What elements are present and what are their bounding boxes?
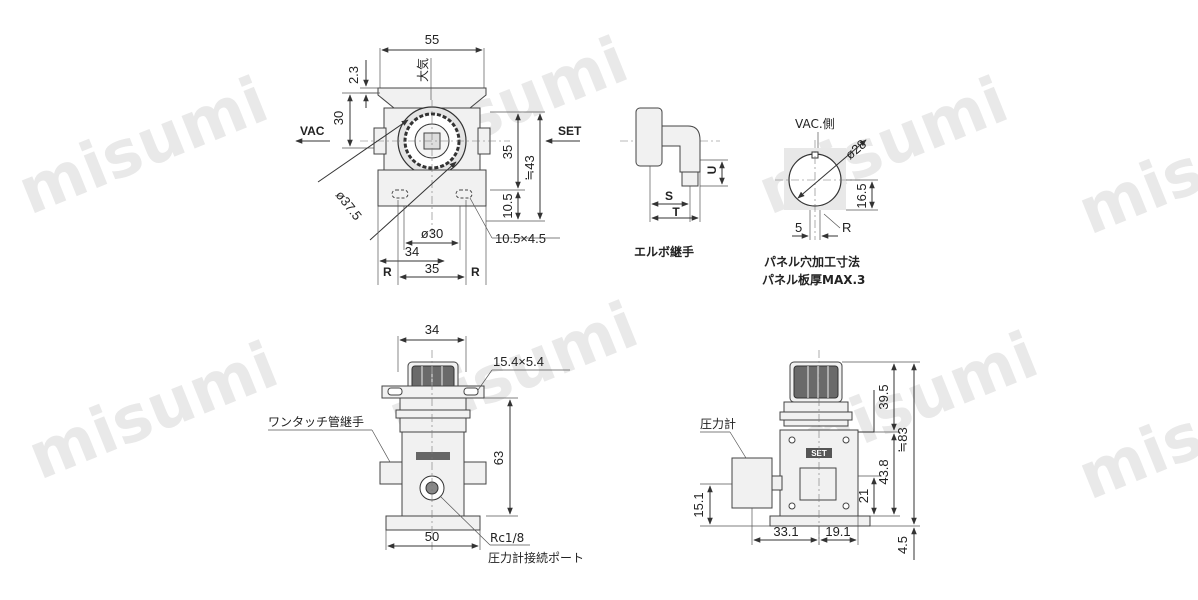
panel-caption-1: パネル穴加工寸法: [764, 254, 860, 269]
dim-19-1: 19.1: [825, 524, 850, 539]
front-set-marking: [416, 452, 450, 460]
dim-43: ≒43: [522, 155, 537, 180]
dim-43-8: 43.8: [876, 459, 891, 484]
side-knob-grip: [793, 365, 839, 399]
panel-cutout-view: VAC.側 ø28 16.5 5 R パネル穴加工寸法 パネル板厚MAX.3: [762, 117, 878, 287]
vac-side-label: VAC.側: [795, 117, 835, 131]
elbow-body: [661, 125, 701, 173]
dim-dia-37-5: ø37.5: [333, 188, 365, 223]
watermark-group: misumi misumi misumi misumi misumi misum…: [8, 23, 1198, 514]
dim-63: 63: [491, 451, 506, 465]
vac-label: VAC: [300, 124, 325, 138]
dim-10-5: 10.5: [500, 193, 515, 218]
dim-50: 50: [425, 529, 439, 544]
dim-83: ≒83: [895, 427, 910, 452]
dim-15-1: 15.1: [691, 492, 706, 517]
side-view: SET 圧力計 15.1 33.1 19.1 39.5: [691, 350, 920, 560]
dim-35-vertical: 35: [500, 145, 515, 159]
dim-slot-15-4x5-4: 15.4×5.4: [493, 354, 544, 369]
panel-caption-2: パネル板厚MAX.3: [762, 272, 865, 287]
elbow-nut: [681, 171, 699, 187]
dim-35-horizontal: 35: [425, 261, 439, 276]
dim-34-top: 34: [405, 244, 419, 259]
dim-2-3: 2.3: [346, 66, 361, 84]
label-r-right: R: [471, 265, 480, 279]
watermark-8: misumi: [1068, 348, 1198, 514]
side-lock-ring: [779, 411, 853, 421]
label-r-left: R: [383, 265, 392, 279]
pressure-gauge-stem: [771, 475, 783, 491]
set-label: SET: [558, 124, 582, 138]
label-s: S: [665, 189, 673, 203]
front-slot-left: [387, 387, 403, 396]
elbow-caption: エルボ継手: [634, 244, 694, 259]
dim-5: 5: [795, 220, 802, 235]
port-thread-label: Rc1/8: [490, 531, 524, 545]
elbow-view: U S T エルボ継手: [620, 107, 728, 259]
front-fitting-right: [463, 461, 487, 485]
label-r-panel: R: [842, 220, 851, 235]
dim-4-5: 4.5: [895, 536, 910, 554]
front-view: 34 15.4×5.4 ワンタッチ管継手 63: [268, 322, 584, 565]
label-t: T: [672, 205, 680, 219]
watermark-1: misumi: [8, 63, 278, 229]
dim-33-1: 33.1: [773, 524, 798, 539]
front-lock-ring: [395, 409, 471, 419]
label-u: U: [705, 166, 719, 175]
dim-39-5: 39.5: [876, 384, 891, 409]
port-name-label: 圧力計接続ポート: [488, 550, 584, 565]
front-fitting-left: [379, 461, 403, 485]
front-slot-right: [463, 387, 479, 396]
dim-30: 30: [331, 111, 346, 125]
dim-21: 21: [856, 489, 871, 503]
side-port-face: [799, 467, 837, 501]
front-body: [401, 431, 465, 517]
pressure-gauge: [731, 457, 773, 509]
dim-16-5: 16.5: [854, 183, 869, 208]
top-view: 55 大気 2.3 30 VAC SET: [295, 32, 582, 285]
dim-dia-30: ø30: [421, 226, 443, 241]
elbow-flange: [635, 107, 663, 167]
dim-34-front: 34: [425, 322, 439, 337]
watermark-5: misumi: [18, 328, 288, 494]
watermark-4: misumi: [1068, 83, 1198, 249]
one-touch-fitting-label: ワンタッチ管継手: [268, 414, 364, 429]
side-base-plate: [769, 515, 871, 527]
pressure-gauge-label: 圧力計: [700, 416, 736, 431]
exhaust-label: 大気: [415, 58, 430, 82]
dim-slot-10-5x4-5: 10.5×4.5: [495, 231, 546, 246]
dim-55: 55: [425, 32, 439, 47]
front-base-plate: [385, 515, 481, 531]
